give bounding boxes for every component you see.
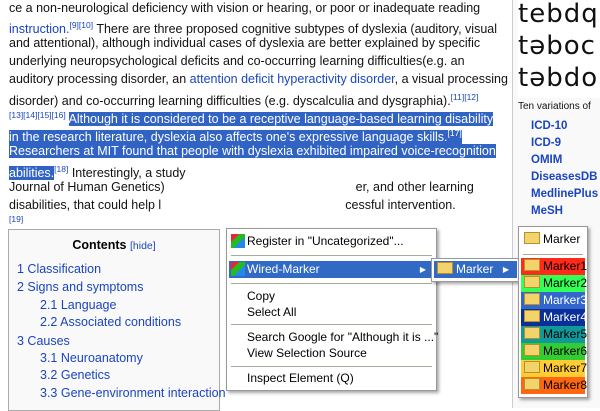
toc-item[interactable]: 1 Classification — [17, 262, 102, 276]
text-line: [13][14][15][16] Although it is consider… — [9, 107, 494, 127]
link-diseasesdb[interactable]: DiseasesDB — [531, 171, 598, 183]
menu-item-marker-folder[interactable]: Marker▶ — [434, 261, 517, 278]
text-line: disorder) and co-occurring learning diff… — [9, 89, 478, 109]
selected-text: abilities. — [9, 166, 55, 180]
marker-label: Marker8 — [543, 378, 588, 392]
citation[interactable]: [13][14][15][16] — [9, 110, 66, 120]
text-line: and attentional), although individual ca… — [9, 36, 481, 50]
folder-icon — [524, 378, 540, 390]
letter-variations-image: tebdq təboc təbdo — [518, 0, 600, 98]
folder-icon — [524, 276, 540, 288]
citation[interactable]: [18] — [54, 164, 69, 174]
toc-title: Contents [hide] — [72, 238, 156, 252]
separator — [231, 255, 432, 256]
link-omim[interactable]: OMIM — [531, 154, 563, 166]
selected-text: Researchers at MIT found that people wit… — [9, 144, 496, 158]
text-line: Researchers at MIT found that people wit… — [9, 143, 496, 159]
menu-item-marker4[interactable]: Marker4 — [521, 309, 588, 326]
text-line: auditory processing disorder, an attenti… — [9, 71, 508, 87]
table-of-contents: Contents [hide] 1 Classification 2 Signs… — [8, 229, 226, 411]
menu-item-marker1[interactable]: Marker1 — [521, 258, 588, 275]
text-line: [19] — [9, 211, 23, 231]
marker-label: Marker4 — [543, 310, 588, 324]
menu-item-wired-marker[interactable]: Wired-Marker▶ — [229, 261, 434, 278]
wired-marker-icon — [231, 262, 245, 276]
link-icd9[interactable]: ICD-9 — [531, 137, 562, 149]
marker-label: Marker1 — [543, 259, 588, 273]
toc-item[interactable]: 3.1 Neuroanatomy — [40, 351, 143, 365]
toc-item[interactable]: 3.3 Gene-environment interaction — [40, 386, 226, 400]
separator — [231, 283, 432, 284]
image-caption: Ten variations of — [518, 101, 591, 112]
link-reading-instruction[interactable]: instruction. — [9, 22, 70, 36]
folder-icon — [524, 327, 540, 339]
toc-item[interactable]: 2 Signs and symptoms — [17, 280, 144, 294]
menu-item-copy[interactable]: Copy — [247, 289, 276, 303]
text: , a visual processing — [394, 72, 508, 86]
folder-icon — [524, 259, 540, 271]
separator — [523, 254, 583, 255]
separator — [231, 366, 432, 367]
folder-icon — [524, 232, 540, 244]
menu-item-select-all[interactable]: Select All — [247, 305, 297, 319]
menu-item-marker8[interactable]: Marker8 — [521, 377, 588, 394]
marker-label: Marker6 — [543, 344, 588, 358]
menu-item-marker7[interactable]: Marker7 — [521, 360, 588, 377]
text-line: ce a non-neurological deficiency with vi… — [9, 1, 481, 15]
marker-label: Marker3 — [543, 293, 588, 307]
menu-item-marker3[interactable]: Marker3 — [521, 292, 588, 309]
submenu-arrow-icon: ▶ — [502, 265, 509, 274]
folder-icon — [524, 293, 540, 305]
citation[interactable]: [19] — [9, 214, 24, 224]
menu-item-register[interactable]: Register in "Uncategorized"... — [229, 233, 434, 250]
link-icd10[interactable]: ICD-10 — [531, 120, 568, 132]
link-mesh[interactable]: MeSH — [531, 205, 563, 217]
submenu-arrow-icon: ▶ — [419, 265, 426, 274]
citation[interactable]: [11][12] — [450, 92, 479, 102]
link-adhd[interactable]: attention deficit hyperactivity disorder — [189, 72, 395, 86]
link-medlineplus[interactable]: MedlinePlus — [531, 188, 599, 200]
menu-item-marker-header[interactable]: Marker — [521, 231, 585, 248]
text-line: underlying neuropsychological deficits a… — [9, 54, 465, 68]
menu-item-inspect-element[interactable]: Inspect Element (Q) — [247, 371, 354, 385]
folder-icon — [524, 344, 540, 356]
marker-label: Marker5 — [543, 327, 588, 341]
text: auditory processing disorder, an — [9, 72, 190, 86]
text: disorder) and co-occurring learning diff… — [9, 94, 451, 108]
marker-label: Marker7 — [543, 361, 588, 375]
text-line: in the research literature, dyslexia als… — [9, 125, 462, 145]
wired-marker-submenu: Marker▶ — [431, 258, 520, 282]
separator — [231, 324, 432, 325]
menu-item-search-google[interactable]: Search Google for "Although it is ..." — [247, 330, 439, 344]
context-menu: Register in "Uncategorized"... Wired-Mar… — [226, 228, 439, 391]
toc-hide-link[interactable]: [hide] — [129, 240, 156, 252]
text-line: instruction.[9][10] There are three prop… — [9, 17, 497, 37]
text-line: disabilities, that could help l cessful … — [9, 198, 456, 212]
menu-item-marker5[interactable]: Marker5 — [521, 326, 588, 343]
folder-icon — [524, 310, 540, 322]
selected-text: in the research literature, dyslexia als… — [9, 128, 462, 144]
selected-text: Although it is considered to be a recept… — [68, 112, 494, 126]
toc-item[interactable]: 2.1 Language — [40, 298, 117, 312]
citation[interactable]: [9][10] — [69, 20, 94, 30]
menu-item-marker6[interactable]: Marker6 — [521, 343, 588, 360]
wired-marker-icon — [231, 234, 245, 248]
folder-icon — [437, 262, 453, 274]
toc-item[interactable]: 2.2 Associated conditions — [40, 315, 182, 329]
marker-label: Marker2 — [543, 276, 588, 290]
menu-item-view-selection-source[interactable]: View Selection Source — [247, 346, 367, 360]
folder-icon — [524, 361, 540, 373]
menu-item-marker2[interactable]: Marker2 — [521, 275, 588, 292]
text: There are three proposed cognitive subty… — [93, 22, 498, 36]
toc-item[interactable]: 3.2 Genetics — [40, 368, 111, 382]
text-line: Journal of Human Genetics) er, and other… — [9, 180, 474, 194]
text-line: abilities.[18] Interestingly, a study — [9, 164, 186, 180]
toc-item[interactable]: 3 Causes — [17, 334, 70, 348]
